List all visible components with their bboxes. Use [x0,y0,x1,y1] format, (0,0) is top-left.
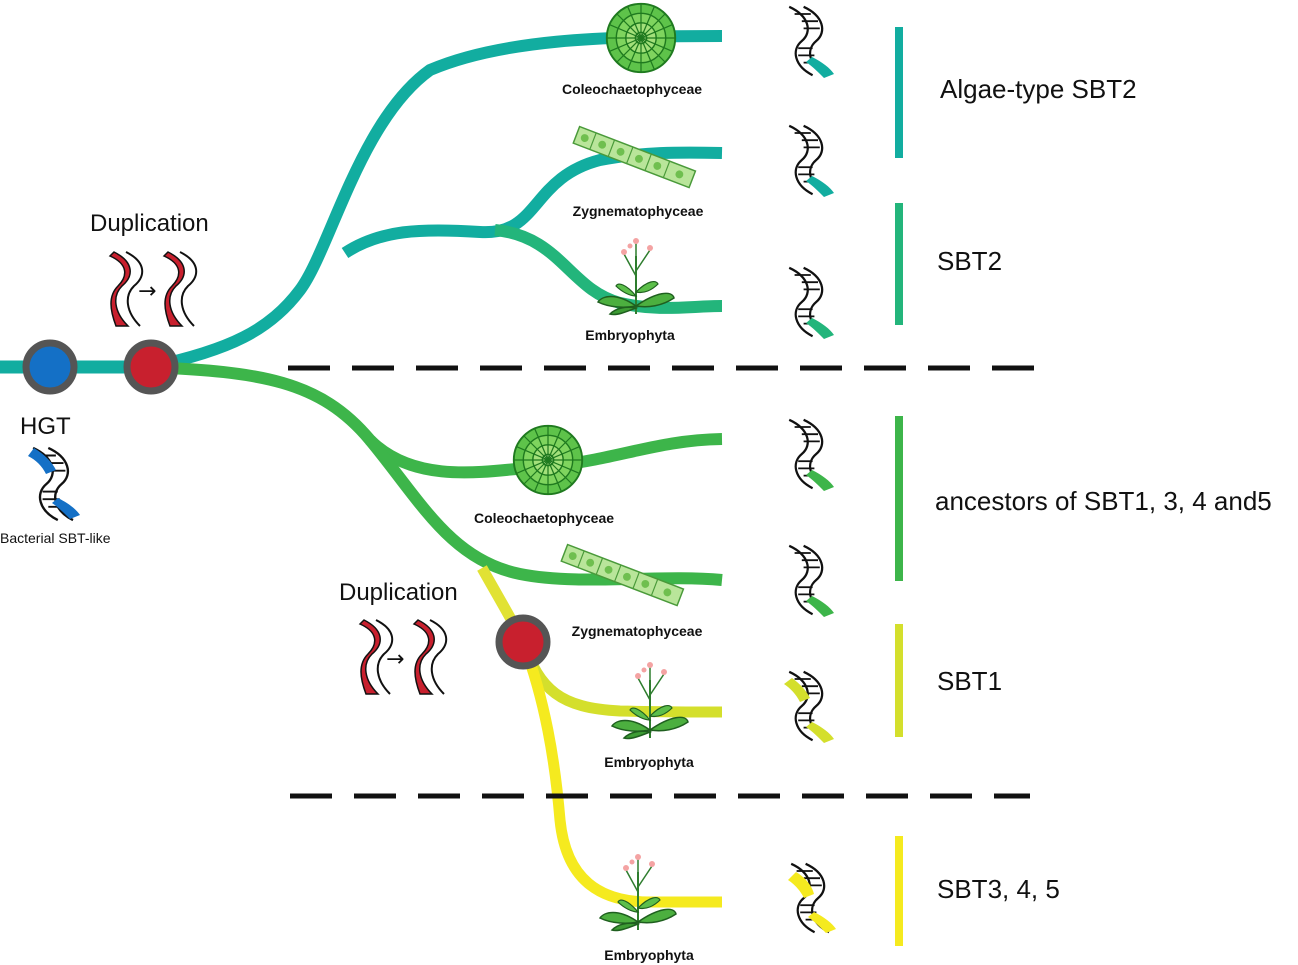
group-label: Algae-type SBT2 [940,74,1137,104]
branch-sbt345-embryophyta [517,640,722,908]
group-label: SBT1 [937,666,1002,696]
duplication-dna-pair-1: → [108,251,198,327]
arrow-symbol: → [386,647,404,672]
bacterial-sbt-label: Bacterial SBT-like [0,530,111,546]
group-label: ancestors of SBT1, 3, 4 and5 [935,486,1272,516]
taxon-label: Zygnematophyceae [573,203,704,219]
group-label: SBT2 [937,246,1002,276]
hgt-node [22,339,78,395]
taxon-label: Zygnematophyceae [572,623,703,639]
duplication-node-1 [123,339,179,395]
duplication-label-1: Duplication [90,210,209,237]
branch-lower-zygnema [365,436,723,586]
taxon-label: Coleochaetophyceae [474,510,614,526]
group-label: SBT3, 4, 5 [937,874,1060,904]
taxon-label: Embryophyta [604,754,694,770]
group-bar [895,836,903,946]
branch-upper-clade [148,30,723,373]
group-bar [895,203,903,325]
branch-algae-zygnema [341,146,723,259]
arrow-symbol: → [138,279,156,304]
duplication-node-2 [495,614,551,670]
hgt-label: HGT [20,413,71,440]
branch-sbt1-embryophyta [517,640,723,718]
taxon-label: Coleochaetophyceae [562,81,702,97]
embryophyte-plant-icon [611,661,689,740]
group-bar [895,624,903,737]
taxon-label: Embryophyta [585,327,675,343]
embryophyte-plant-icon [597,237,675,316]
group-bar [895,27,903,158]
coleochaete-alga-icon [512,424,584,496]
taxon-label: Embryophyta [604,947,694,963]
duplication-dna-pair-2: → [358,619,448,695]
branch-lower-clade [149,361,723,479]
duplication-label-2: Duplication [339,579,458,606]
group-bar [895,416,903,581]
coleochaete-alga-icon [605,2,677,74]
